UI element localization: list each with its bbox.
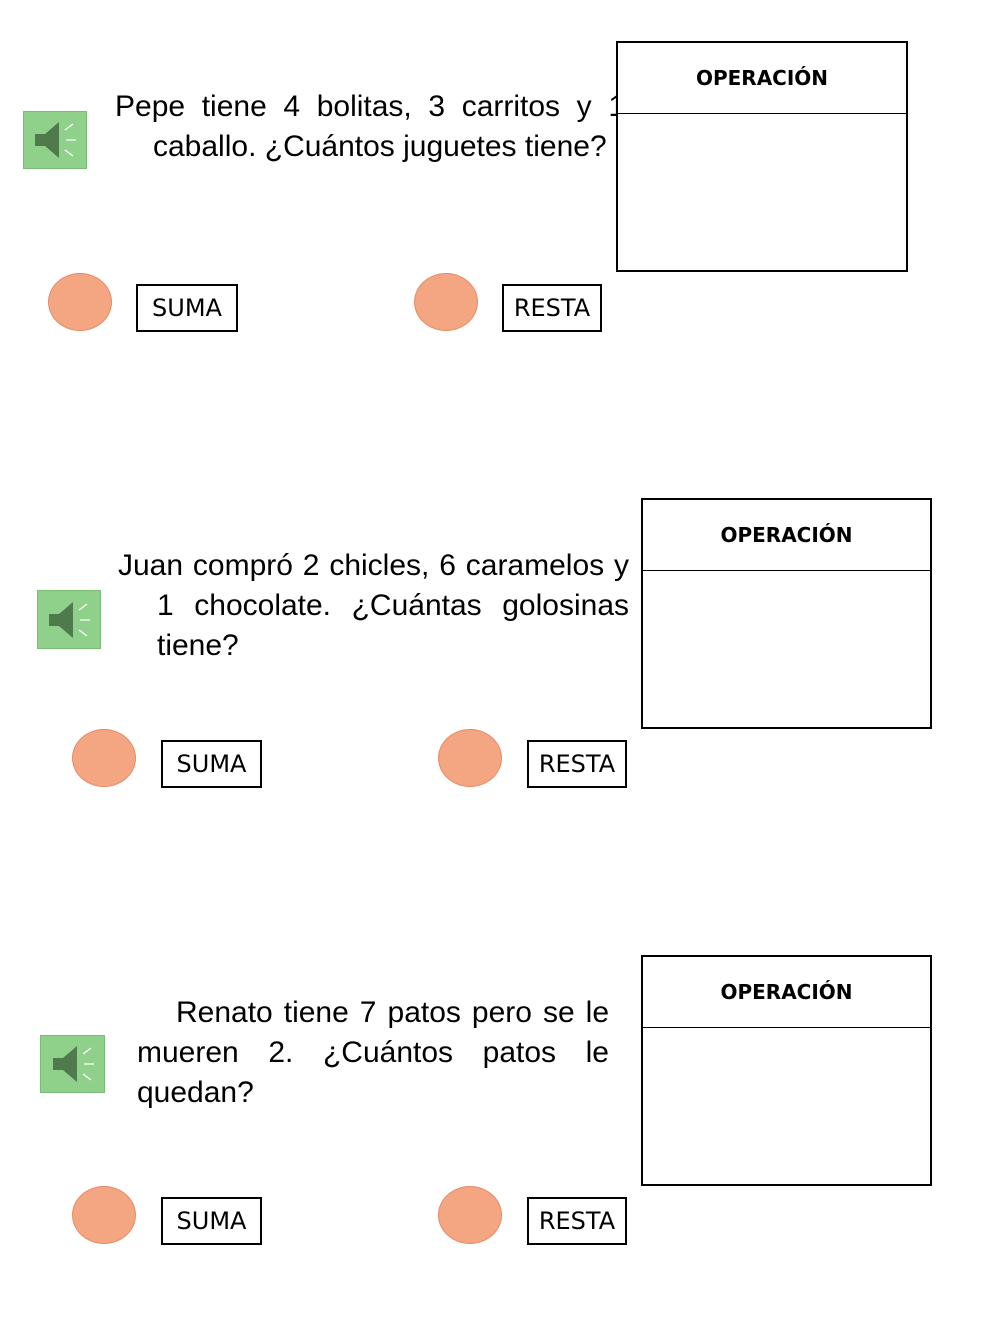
option-suma-2[interactable]: SUMA [161, 740, 262, 788]
operation-header-3: OPERACIÓN [643, 957, 930, 1028]
option-suma-3[interactable]: SUMA [161, 1197, 262, 1245]
speaker-icon [52, 1046, 94, 1082]
radio-resta-3[interactable] [438, 1186, 502, 1244]
operation-box-2[interactable]: OPERACIÓN [641, 498, 932, 729]
radio-resta-1[interactable] [414, 273, 478, 331]
speaker-icon [49, 601, 90, 638]
radio-suma-2[interactable] [72, 729, 136, 787]
operation-header-2: OPERACIÓN [643, 500, 930, 571]
option-resta-1[interactable]: RESTA [502, 284, 602, 332]
speaker-button-1[interactable] [23, 111, 87, 169]
problem-text-3: Renato tiene 7 patos pero se le mueren 2… [137, 996, 609, 1109]
problem-text-2: Juan compró 2 chicles, 6 caramelos y 1 c… [118, 549, 629, 662]
speaker-icon [35, 122, 76, 158]
option-suma-1[interactable]: SUMA [136, 284, 238, 332]
speaker-button-3[interactable] [40, 1035, 105, 1093]
radio-resta-2[interactable] [438, 729, 502, 787]
radio-suma-3[interactable] [72, 1186, 136, 1244]
problem-text-1: Pepe tiene 4 bolitas, 3 carritos y 1 cab… [115, 90, 625, 163]
radio-suma-1[interactable] [48, 273, 112, 331]
option-resta-2[interactable]: RESTA [527, 740, 627, 788]
speaker-button-2[interactable] [37, 590, 101, 649]
operation-box-1[interactable]: OPERACIÓN [616, 41, 908, 272]
operation-header-1: OPERACIÓN [618, 43, 906, 114]
operation-box-3[interactable]: OPERACIÓN [641, 955, 932, 1186]
option-resta-3[interactable]: RESTA [527, 1197, 627, 1245]
